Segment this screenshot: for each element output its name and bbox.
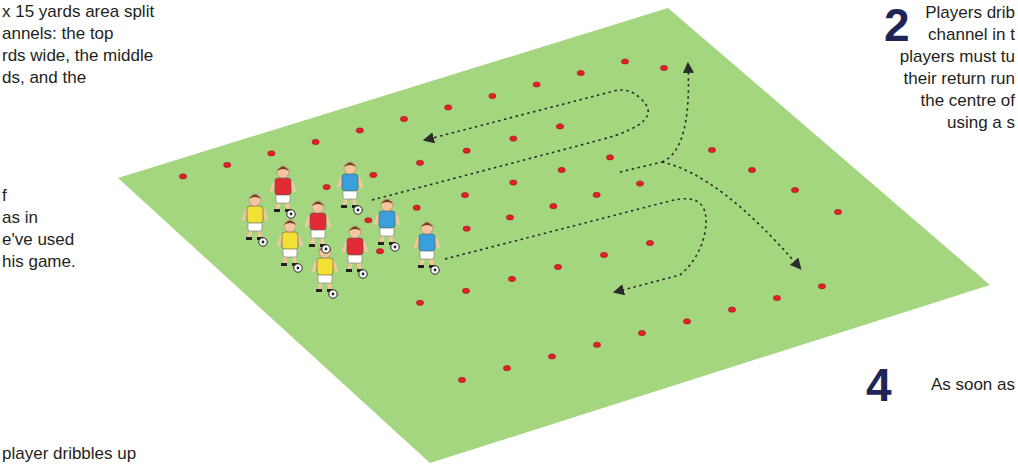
cone-dot [728, 307, 735, 312]
cone-dot [458, 377, 465, 382]
cone-dot [463, 226, 470, 231]
cone-dot [548, 354, 555, 359]
cone-dot [463, 148, 470, 153]
cone-dot [179, 174, 186, 179]
cone-dot [533, 82, 540, 87]
cone-dot [638, 330, 645, 335]
exit-arrow-up [662, 64, 688, 162]
players [243, 162, 439, 298]
instruction-text: ds, and the [2, 67, 86, 89]
instruction-text: players must tu [900, 46, 1015, 68]
instruction-text: player dribbles up [2, 443, 136, 465]
cone-dot [600, 252, 607, 257]
marker-cones [179, 59, 841, 383]
instruction-text: his game. [2, 251, 76, 273]
bottom-loop-arrow [445, 199, 706, 292]
cone-dot [606, 155, 613, 160]
player [375, 199, 399, 251]
exit-stem [620, 162, 662, 172]
cone-dot [224, 162, 231, 167]
instruction-text: e've used [2, 229, 74, 251]
cone-dot [818, 284, 825, 289]
cone-dot [461, 193, 468, 198]
cone-dot [748, 167, 755, 172]
cone-dot [834, 209, 841, 214]
cone-dot [489, 93, 496, 98]
callout-number: 4 [866, 362, 892, 408]
cone-dot [510, 136, 517, 141]
cone-dot [365, 218, 372, 223]
cone-dot [593, 192, 600, 197]
cone-dot [508, 276, 515, 281]
player [278, 220, 302, 272]
cone-dot [312, 139, 319, 144]
cone-dot [791, 187, 798, 192]
cone-dot [503, 366, 510, 371]
cone-dot [636, 181, 643, 186]
cone-dot [400, 116, 407, 121]
player [415, 222, 439, 274]
cone-dot [577, 70, 584, 75]
player [271, 166, 295, 218]
player [243, 194, 267, 246]
cone-dot [683, 319, 690, 324]
cone-dot [554, 264, 561, 269]
cone-dot [445, 105, 452, 110]
player [313, 246, 337, 298]
pitch [118, 8, 990, 463]
cone-dot [550, 204, 557, 209]
top-loop-arrow [372, 90, 648, 200]
cone-dot [462, 288, 469, 293]
instruction-text: Players drib [925, 2, 1015, 24]
cone-dot [558, 167, 565, 172]
instruction-text: x 15 yards area split [2, 1, 154, 23]
instruction-text: the centre of [920, 90, 1015, 112]
cone-dot [660, 65, 667, 70]
cone-dot [593, 342, 600, 347]
cone-dot [773, 295, 780, 300]
cone-dot [413, 205, 420, 210]
instruction-text: using a s [947, 112, 1015, 134]
cone-dot [356, 128, 363, 133]
cone-dot [646, 240, 653, 245]
player [306, 201, 330, 253]
cone-dot [376, 249, 383, 254]
cone-dot [506, 215, 513, 220]
cone-dot [416, 300, 423, 305]
player [338, 162, 362, 214]
instruction-text: annels: the top [2, 23, 114, 45]
instruction-text: f [2, 185, 7, 207]
instruction-text: As soon as [931, 374, 1015, 396]
player [343, 226, 367, 278]
cone-dot [708, 147, 715, 152]
callout-number: 2 [884, 2, 910, 48]
instruction-text: as in [2, 207, 38, 229]
instruction-text: rds wide, the middle [2, 45, 153, 67]
cone-dot [268, 151, 275, 156]
instruction-text: channel in t [928, 24, 1015, 46]
instruction-text: their return run [904, 68, 1016, 90]
cone-dot [510, 180, 517, 185]
cone-dot [416, 160, 423, 165]
cone-dot [621, 59, 628, 64]
exit-arrow-right [662, 162, 800, 268]
cone-dot [556, 124, 563, 129]
run-arrows [372, 64, 800, 292]
cone-dot [370, 172, 377, 177]
cone-dot [323, 184, 330, 189]
